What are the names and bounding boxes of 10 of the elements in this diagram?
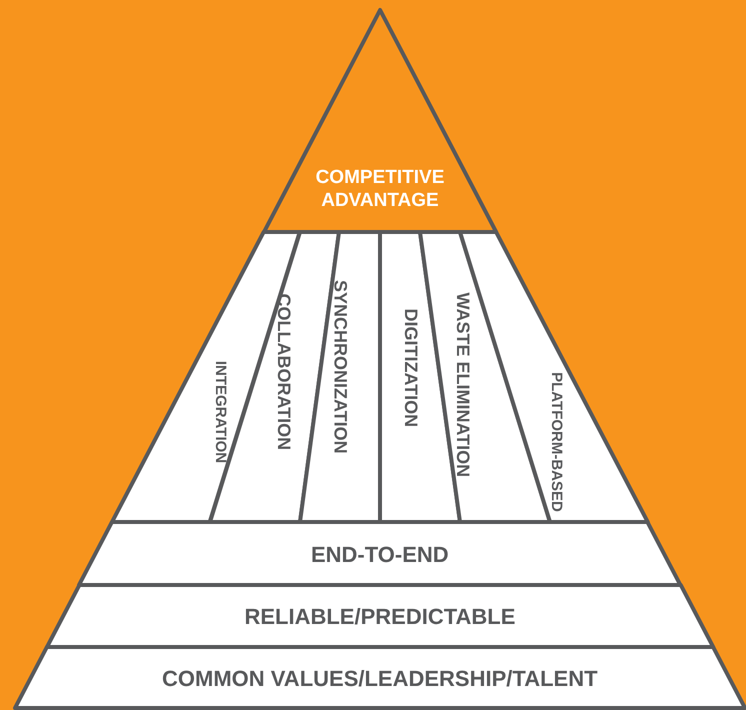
band-label: END-TO-END [310,542,449,568]
pillar-label: PLATFORM-BASED [546,372,565,512]
pillar-label: WASTE ELIMINATION [452,292,473,478]
pillar-label: INTEGRATION [211,360,230,464]
band-label: RELIABLE/PREDICTABLE [244,604,516,630]
pillar-label: DIGITIZATION [400,308,421,428]
apex-label: COMPETITIVE ADVANTAGE [314,167,446,213]
pillar-label: COLLABORATION [272,293,294,450]
pillar-label: SYNCHRONIZATION [330,280,351,454]
band-label: COMMON VALUES/LEADERSHIP/TALENT [162,666,598,692]
